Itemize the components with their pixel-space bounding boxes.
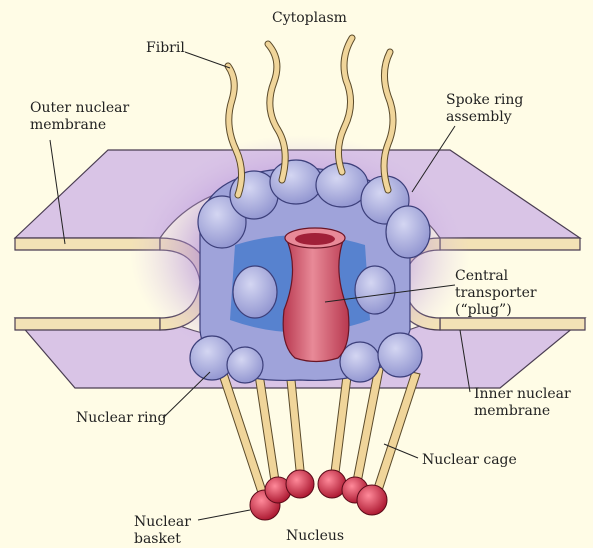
basket-knob: [286, 470, 314, 498]
cytoplasm-label: Cytoplasm: [272, 10, 347, 27]
nuclear-ring-node: [190, 336, 234, 380]
central-transporter-label-line: Central: [455, 268, 537, 285]
inner-membrane-label-line: membrane: [474, 403, 571, 420]
ring-node: [355, 266, 395, 314]
central-transporter-plug: [283, 228, 349, 362]
ring-node: [386, 206, 430, 258]
inner-membrane-label-line: Inner nuclear: [474, 386, 571, 403]
ring-node: [270, 160, 322, 204]
nuclear-ring-label: Nuclear ring: [76, 410, 167, 427]
nuclear-ring-node: [227, 347, 263, 383]
nuclear-basket-label-line: Nuclear: [134, 514, 191, 531]
basket-knob: [357, 485, 387, 515]
fibril-leader: [185, 52, 230, 68]
central-transporter-label-line: transporter: [455, 285, 537, 302]
outer-membrane-label-line: membrane: [30, 117, 129, 134]
central-transporter-label: Central transporter (“plug”): [455, 268, 537, 319]
inner-membrane-label: Inner nuclear membrane: [474, 386, 571, 420]
nuclear-basket-label: Nuclear basket: [134, 514, 191, 548]
central-transporter-label-line: (“plug”): [455, 302, 537, 319]
fibril-label: Fibril: [146, 40, 185, 57]
outer-membrane-label: Outer nuclear membrane: [30, 100, 129, 134]
nuclear-basket-label-line: basket: [134, 531, 191, 548]
ring-node: [233, 266, 277, 318]
nuclear-cage-label: Nuclear cage: [422, 452, 517, 469]
nuclear-ring-node: [378, 333, 422, 377]
spoke-ring-label: Spoke ring assembly: [446, 92, 523, 126]
spoke-ring-label-line: assembly: [446, 109, 523, 126]
basket-knob: [318, 470, 346, 498]
outer-membrane-label-line: Outer nuclear: [30, 100, 129, 117]
nuclear-ring-node: [340, 342, 380, 382]
nucleus-label: Nucleus: [286, 528, 344, 545]
spoke-ring-label-line: Spoke ring: [446, 92, 523, 109]
nuclear-basket-leader: [198, 510, 250, 520]
